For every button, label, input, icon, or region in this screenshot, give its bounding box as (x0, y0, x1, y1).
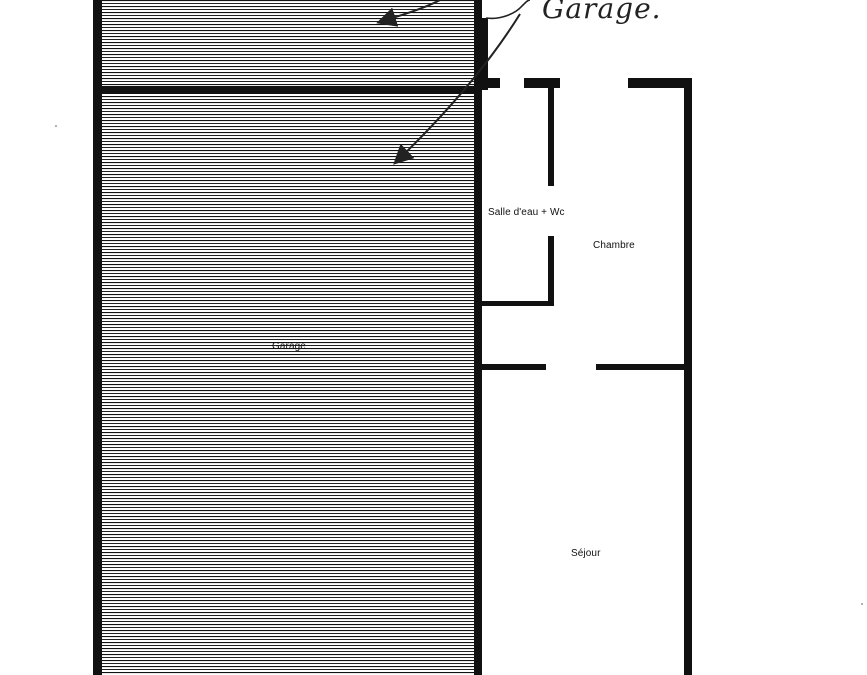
arrow-to-main-garage (393, 13, 521, 165)
garage-label: Garage (272, 341, 306, 352)
chambre-label: Chambre (593, 240, 635, 251)
top-wall-segment-2 (524, 78, 560, 88)
garage-divider-wall (93, 86, 481, 94)
garage-right-upper-post (478, 18, 488, 90)
bathroom-inner-wall-lower (548, 236, 554, 306)
bracket-stroke (485, 0, 531, 20)
stray-dot-left (55, 125, 57, 127)
garage-top-hatch (102, 0, 474, 88)
garage-main-hatch (102, 96, 474, 675)
bathroom-bottom-wall (478, 301, 554, 306)
top-wall-segment-3 (628, 78, 692, 88)
living-top-wall-right (596, 364, 692, 370)
bathroom-inner-wall-upper (548, 88, 554, 186)
salle-eau-label: Salle d'eau + Wc (488, 207, 565, 218)
stray-dot-right (861, 603, 863, 605)
handwritten-garage-note: Garage. (542, 0, 662, 25)
sejour-label: Séjour (571, 548, 601, 559)
garage-left-wall (93, 0, 102, 675)
garage-right-wall (474, 0, 482, 675)
right-outer-wall (684, 78, 692, 675)
top-wall-segment-1 (478, 78, 500, 88)
living-top-wall-left (482, 364, 546, 370)
arrow-to-upper-garage (376, 0, 441, 27)
